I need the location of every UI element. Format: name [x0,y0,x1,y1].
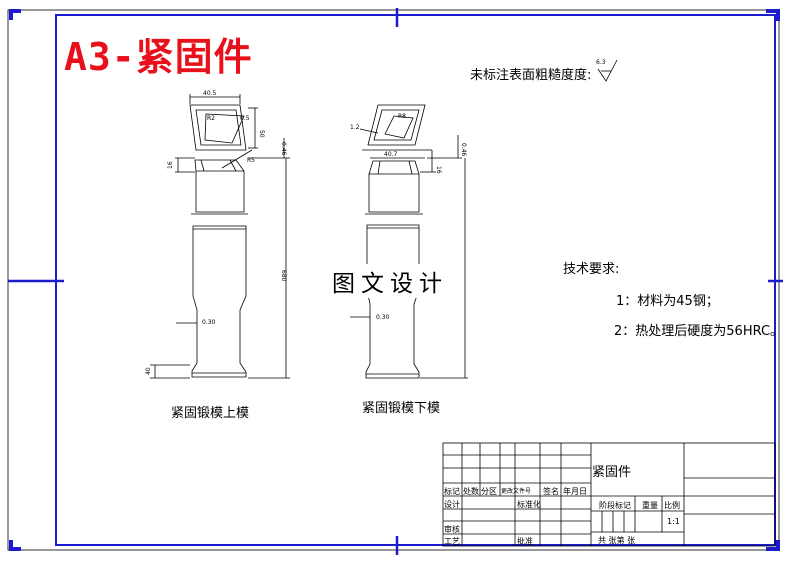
tb-scale: 比例 [664,501,680,510]
tb-check: 审核 [444,525,460,534]
dim-lower-r2: R8 [398,113,406,120]
dim-upper-r2: R5 [247,157,255,164]
roughness-note: 未标注表面粗糙度度: [470,68,592,83]
tb-col-date: 年月日 [563,487,587,496]
tech-requirements-heading: 技术要求: [563,262,620,277]
roughness-symbol [597,59,618,82]
roughness-value: 6.3 [596,59,606,66]
dim-upper-top-width: 40.5 [203,90,217,97]
tb-approve: 批准 [517,537,533,546]
dim-lower-top-width: 40.7 [384,151,398,158]
tb-standard: 标准化 [517,500,541,509]
caption-lower-die: 紧固锻模下模 [362,401,441,416]
dim-upper-bottom: 40 [145,367,152,375]
dim-lower-h1: 16 [435,166,442,174]
upper-die-drawing [150,94,290,379]
dim-upper-wall: 0.30 [202,319,216,326]
tb-process: 工艺 [444,537,460,546]
drawing-title: A3-紧固件 [64,35,253,79]
tech-requirement-1: 1：材料为45钢； [616,294,719,309]
dim-upper-s: 0.46 [280,142,287,156]
dim-lower-r1: 1.2 [350,124,360,131]
lower-die-drawing [350,104,468,379]
centering-marks [8,8,783,555]
dim-upper-h1: 16 [167,161,174,169]
watermark: 图文设计 [328,264,452,298]
dim-upper-side-h: 50 [258,130,265,138]
dim-upper-ang: 0.5 [240,115,250,122]
tb-col-mark: 标记 [444,487,460,496]
dim-upper-total: 680 [280,270,287,282]
corner-marks [9,9,780,551]
tb-sheets: 共 张第 张 [598,536,636,545]
tb-col-sign: 签名 [543,487,559,496]
tb-col-zone: 分区 [481,487,497,496]
tb-weight: 重量 [642,501,658,510]
dim-lower-wall: 0.30 [376,314,390,321]
title-block-part-name: 紧固件 [592,465,632,480]
title-block-grid [442,442,776,547]
tb-col-count: 处数 [463,487,479,496]
tb-scale-value: 1:1 [667,517,680,526]
tb-stage: 阶段标记 [599,501,631,510]
dim-lower-side: 0.46 [460,143,467,157]
tb-design: 设计 [444,500,460,509]
caption-upper-die: 紧固锻模上模 [171,406,250,421]
tb-col-change: 更改文件号 [501,488,532,495]
dim-upper-r: R2 [207,115,215,122]
tech-requirement-2: 2：热处理后硬度为56HRC。 [614,324,784,339]
